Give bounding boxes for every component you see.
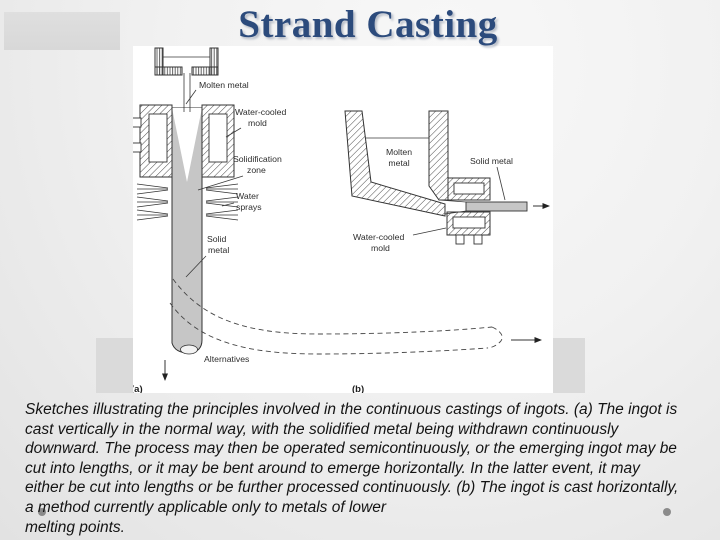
caption-line: downward. The process may then be operat… — [25, 440, 677, 458]
vessel-wall-right — [428, 110, 449, 201]
label-water-cooled-mold-a-1: Water-cooled — [235, 107, 287, 117]
label-molten-metal-a: Molten metal — [199, 80, 249, 90]
label-water-sprays-1: Water — [236, 191, 259, 201]
slide-title: Strand Casting — [238, 3, 498, 46]
tundish — [154, 47, 219, 76]
label-water-sprays-2: sprays — [236, 202, 262, 212]
label-water-cooled-mold-b-2: mold — [371, 243, 390, 253]
water-sprays-left — [136, 183, 169, 221]
coolant-pipe — [133, 142, 142, 153]
molten-stream — [183, 73, 191, 112]
caption-line: cast vertically in the normal way, with … — [25, 420, 619, 438]
label-solid-metal-a-2: metal — [208, 245, 229, 255]
label-solidification-2: zone — [247, 165, 266, 175]
caption-line: cut into lengths, or it may be bent arou… — [25, 459, 640, 477]
caption-line: Sketches illustrating the principles inv… — [25, 401, 678, 418]
panel-b-tag: (b) — [352, 384, 364, 393]
label-water-cooled-mold-a-2: mold — [248, 118, 267, 128]
figure-caption: Sketches illustrating the principles inv… — [25, 400, 709, 537]
caption-line: either be cut into lengths or be further… — [25, 479, 679, 497]
diagram-horizontal-casting: Molten metal Solid metal Water-cooled mo… — [344, 110, 550, 393]
vessel-wall-left — [344, 110, 446, 217]
decor-dot-right — [663, 508, 671, 516]
label-water-cooled-mold-b-1: Water-cooled — [353, 232, 405, 242]
strand-end — [180, 344, 198, 355]
panel-a-tag: (a) — [133, 384, 143, 393]
strand-casting-figure: Molten metal Water-cooled mold Solidific… — [133, 47, 550, 393]
caption-line: a method currently applicable only to me… — [25, 498, 386, 516]
water-sprays-right — [205, 183, 239, 221]
solid-strand-horizontal — [465, 201, 528, 212]
coolant-pipe — [473, 234, 483, 245]
label-molten-metal-b-2: metal — [388, 158, 409, 168]
mold-vertical — [133, 104, 235, 178]
molten-pool — [172, 108, 202, 182]
label-solid-metal-a-1: Solid — [207, 234, 226, 244]
decor-dot-left — [38, 508, 46, 516]
caption-line: melting points. — [25, 518, 125, 536]
coolant-pipe — [455, 234, 465, 245]
decor-rectangle-top-left — [4, 12, 120, 50]
label-alternatives: Alternatives — [204, 354, 250, 364]
label-solidification-1: Solidification — [233, 154, 282, 164]
alternative-path — [169, 278, 542, 355]
label-solid-metal-b: Solid metal — [470, 156, 513, 166]
diagram-vertical-casting: Molten metal Water-cooled mold Solidific… — [133, 47, 542, 393]
label-molten-metal-b-1: Molten — [386, 147, 412, 157]
coolant-pipe — [133, 117, 142, 128]
mold-horizontal — [446, 177, 491, 245]
